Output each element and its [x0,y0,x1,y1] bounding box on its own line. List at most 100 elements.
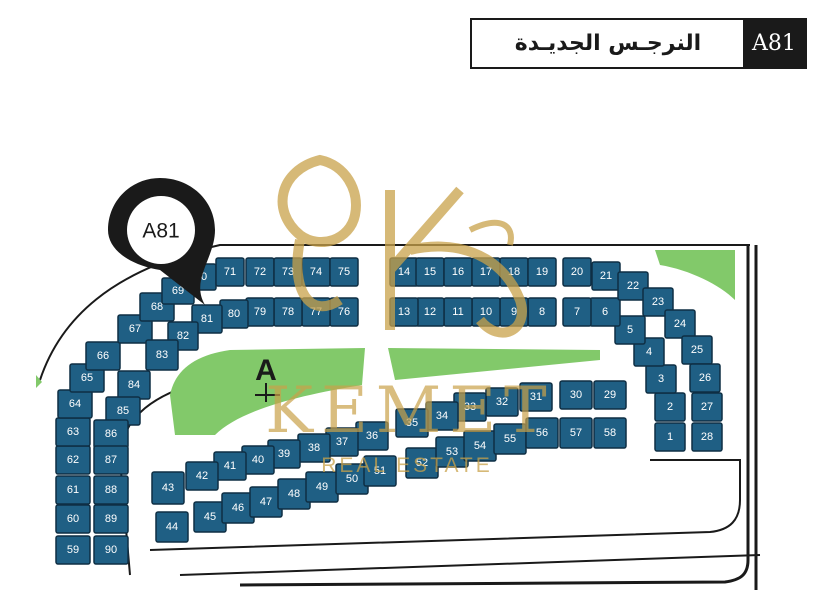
plot-number-21: 21 [600,270,612,282]
section-arrow [255,383,280,402]
plot-number-48: 48 [288,488,300,500]
plot-60[interactable] [55,504,91,534]
plot-number-62: 62 [67,454,79,466]
plot-number-74: 74 [310,266,322,278]
plot-number-63: 63 [67,426,79,438]
plot-number-67: 67 [129,323,141,335]
section-label: A [255,354,277,387]
plot-75[interactable] [329,257,359,287]
plot-number-30: 30 [570,389,582,401]
plot-67[interactable] [117,314,153,344]
plot-42[interactable] [185,461,219,491]
plot-20[interactable] [562,257,592,287]
plot-87[interactable] [93,445,129,475]
plot-89[interactable] [93,504,129,534]
plot-number-85: 85 [117,405,129,417]
plot-number-56: 56 [536,427,548,439]
plot-number-88: 88 [105,484,117,496]
plot-number-41: 41 [224,460,236,472]
location-pin-label: A81 [142,220,179,243]
plot-number-72: 72 [254,266,266,278]
plot-number-61: 61 [67,484,79,496]
plot-27[interactable] [691,392,723,422]
plot-number-6: 6 [602,306,608,318]
plot-43[interactable] [151,471,185,505]
plot-number-13: 13 [398,306,410,318]
plot-30[interactable] [559,380,593,410]
plot-35[interactable] [395,408,429,438]
plot-4[interactable] [633,337,665,367]
plot-number-38: 38 [308,442,320,454]
plot-5[interactable] [614,315,646,345]
plot-7[interactable] [562,297,592,327]
plot-number-11: 11 [452,306,463,318]
plot-number-19: 19 [536,266,548,278]
plot-28[interactable] [691,422,723,452]
plot-56[interactable] [525,417,559,449]
plot-57[interactable] [559,417,593,449]
plot-number-40: 40 [252,454,264,466]
plot-number-24: 24 [674,318,686,330]
plot-number-8: 8 [539,306,545,318]
plot-number-26: 26 [699,372,711,384]
plot-number-43: 43 [162,482,174,494]
green-area-center [170,348,365,435]
plot-71[interactable] [215,257,245,287]
plot-1[interactable] [654,422,686,452]
plot-31[interactable] [519,382,553,412]
plot-number-46: 46 [232,502,244,514]
plot-number-33: 33 [464,401,476,413]
plot-58[interactable] [593,417,627,449]
plot-number-89: 89 [105,513,117,525]
plot-24[interactable] [664,309,696,339]
plot-number-78: 78 [282,306,294,318]
plot-44[interactable] [155,511,189,543]
plot-29[interactable] [593,380,627,410]
plot-23[interactable] [642,287,674,317]
plot-number-71: 71 [224,266,236,278]
plot-81[interactable] [191,304,223,334]
plot-number-36: 36 [366,430,378,442]
plot-90[interactable] [93,535,129,565]
green-area-center-right [388,348,600,380]
road-outline-right [239,245,750,587]
plot-number-20: 20 [571,266,583,278]
plot-number-52: 52 [416,457,428,469]
plot-number-49: 49 [316,481,328,493]
watermark-logo-icon [277,154,527,338]
plot-number-2: 2 [667,401,673,413]
plot-number-35: 35 [406,417,418,429]
plot-number-86: 86 [105,428,117,440]
plot-83[interactable] [145,339,179,371]
plot-number-68: 68 [151,301,163,313]
plot-19[interactable] [527,257,557,287]
plot-number-44: 44 [166,521,178,533]
plot-number-3: 3 [658,373,664,385]
header-box: النرجـس الجديـدة A81 [470,18,807,69]
block-code: A81 [743,20,805,67]
plot-number-79: 79 [254,306,266,318]
plot-number-50: 50 [346,473,358,485]
plot-61[interactable] [55,475,91,505]
plot-number-80: 80 [228,308,240,320]
plot-number-73: 73 [282,266,294,278]
road-outline-inner-right [149,459,741,551]
plot-number-55: 55 [504,433,516,445]
plot-88[interactable] [93,475,129,505]
plot-number-51: 51 [374,465,386,477]
plot-number-39: 39 [278,448,290,460]
plot-22[interactable] [617,271,649,301]
plot-26[interactable] [689,363,721,393]
plot-number-54: 54 [474,440,486,452]
plot-66[interactable] [85,341,121,371]
plot-number-5: 5 [627,324,633,336]
plot-number-17: 17 [480,266,492,278]
plot-59[interactable] [55,535,91,565]
plot-number-27: 27 [701,401,713,413]
plot-51[interactable] [363,455,397,487]
plot-number-76: 76 [338,306,350,318]
plot-number-9: 9 [511,306,517,318]
plot-number-28: 28 [701,431,713,443]
